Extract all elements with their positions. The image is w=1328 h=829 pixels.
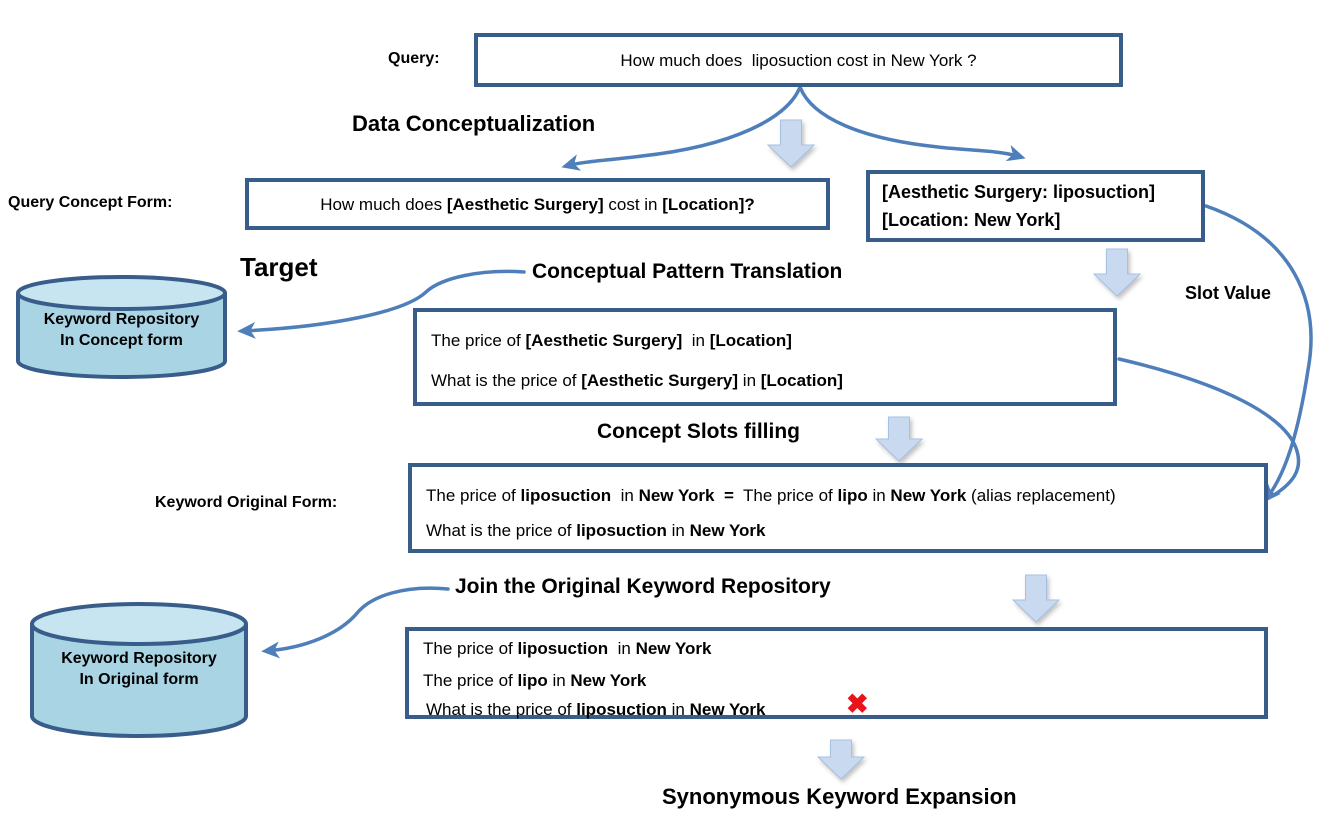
query-split-right-arrow: [798, 85, 1026, 162]
joined-line: The price of lipo in New York: [423, 671, 647, 690]
conceptual-pattern-box: The price of [Aesthetic Surgery] in [Loc…: [413, 308, 1117, 406]
down-block-arrow-3: [874, 416, 924, 462]
down-block-arrow-1: [766, 119, 816, 168]
slot-value-label: Slot Value: [1185, 283, 1272, 303]
slot-value-line: [Location: New York]: [882, 210, 1061, 230]
keyword-original-line: What is the price of liposuction in New …: [426, 521, 766, 540]
joined-line: What is the price of liposuction in New …: [426, 700, 766, 719]
concept-repository-label: Keyword Repository In Concept form: [18, 309, 225, 351]
concept-repository-line1: Keyword Repository: [43, 311, 200, 328]
slot-value-line: [Aesthetic Surgery: liposuction]: [882, 182, 1156, 202]
concept-repository-line2: In Concept form: [60, 332, 183, 349]
slot-value-curve: [1204, 204, 1313, 503]
keyword-original-form-box: The price of liposuction in New York = T…: [408, 463, 1268, 553]
query-concept-form-box: How much does [Aesthetic Surgery] cost i…: [245, 178, 830, 230]
pattern-line: What is the price of [Aesthetic Surgery]…: [431, 371, 843, 390]
slot-values-box: [Aesthetic Surgery: liposuction] [Locati…: [866, 170, 1205, 242]
query-split-left-arrow: [561, 85, 802, 171]
keyword-original-form-label: Keyword Original Form:: [155, 494, 338, 511]
down-block-arrow-4: [1011, 574, 1061, 623]
data-conceptualization-label: Data Conceptualization: [352, 111, 596, 136]
to-original-repository-arrow: [261, 586, 450, 659]
conceptual-pattern-translation-label: Conceptual Pattern Translation: [532, 260, 843, 283]
original-repository-line2: In Original form: [79, 671, 199, 688]
query-text: How much does liposuction cost in New Yo…: [620, 51, 977, 70]
concept-repository-cylinder: [16, 275, 227, 379]
query-concept-form-label: Query Concept Form:: [8, 194, 173, 211]
target-label: Target: [240, 252, 318, 282]
original-repository-cylinder: [30, 602, 248, 738]
join-original-keyword-repository-label: Join the Original Keyword Repository: [455, 575, 831, 598]
query-box: How much does liposuction cost in New Yo…: [474, 33, 1123, 87]
down-block-arrow-2: [1092, 248, 1142, 297]
concept-slots-filling-label: Concept Slots filling: [597, 420, 800, 443]
keyword-original-line: The price of liposuction in New York = T…: [426, 486, 1116, 505]
joined-line: The price of liposuction in New York: [423, 639, 712, 658]
query-concept-form-text: How much does [Aesthetic Surgery] cost i…: [320, 195, 755, 214]
original-repository-line1: Keyword Repository: [61, 650, 217, 667]
pattern-line: The price of [Aesthetic Surgery] in [Loc…: [431, 331, 792, 350]
joined-keywords-box: The price of liposuction in New York The…: [405, 627, 1268, 719]
query-label: Query:: [388, 50, 440, 67]
synonymous-keyword-expansion-label: Synonymous Keyword Expansion: [662, 784, 1017, 809]
reject-x-icon: ✖: [846, 689, 869, 719]
original-repository-label: Keyword Repository In Original form: [32, 648, 246, 690]
pattern-to-original-curve: [1117, 357, 1301, 497]
down-block-arrow-5: [816, 739, 866, 780]
to-concept-repository-arrow: [237, 269, 526, 339]
